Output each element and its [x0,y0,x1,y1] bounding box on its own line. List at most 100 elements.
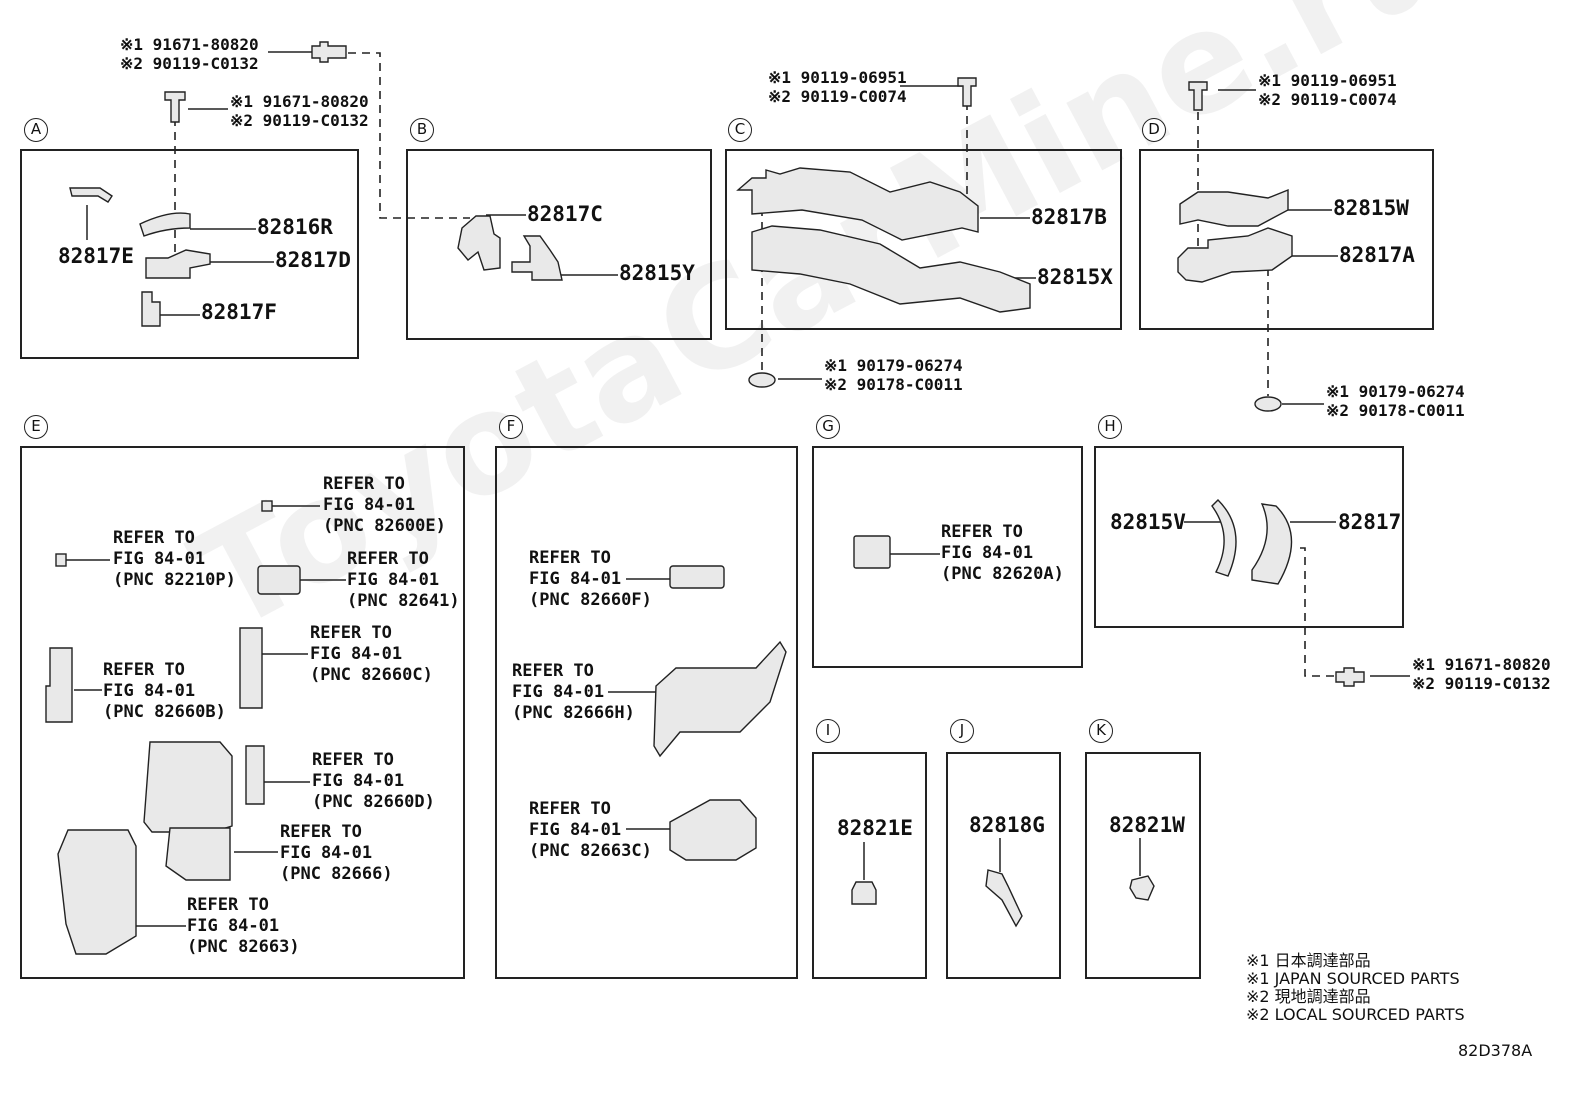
section-e-box [20,446,465,979]
section-c-marker: C [728,118,752,142]
refer-line: REFER TO [113,528,195,548]
refer-line: REFER TO [512,661,594,681]
section-d-box [1139,149,1434,330]
fastener-line: ※1 90119-06951 [1258,71,1397,90]
refer-line: REFER TO [529,799,611,819]
section-e-marker: E [24,415,48,439]
fastener-h-label: ※1 91671-80820 ※2 90119-C0132 [1412,655,1551,693]
fastener-line: ※2 90178-C0011 [1326,401,1465,420]
legend-line: ※2 LOCAL SOURCED PARTS [1246,1005,1465,1024]
fastener-line: ※2 90119-C0074 [1258,90,1397,109]
section-a-box [20,149,359,359]
section-a-marker: A [24,118,48,142]
refer-line: REFER TO [187,895,269,915]
part-82815V: 82815V [1110,510,1186,534]
refer-line: (PNC 82660D) [312,792,435,812]
fastener-c-bottom-label: ※1 90179-06274 ※2 90178-C0011 [824,356,963,394]
fastener-d-top-label: ※1 90119-06951 ※2 90119-C0074 [1258,71,1397,109]
refer-line: (PNC 82666) [280,864,393,884]
refer-line: FIG 84-01 [103,681,196,701]
part-82817B: 82817B [1031,205,1107,229]
refer-line: (PNC 82641) [347,591,460,611]
refer-line: (PNC 82663) [187,937,300,957]
section-k-box [1085,752,1201,979]
section-j-marker: J [950,719,974,743]
fastener-c-top-label: ※1 90119-06951 ※2 90119-C0074 [768,68,907,106]
section-k-marker: K [1089,719,1113,743]
diagram-code: 82D378A [1458,1041,1533,1060]
part-82815X: 82815X [1037,265,1113,289]
fastener-line: ※2 90119-C0132 [1412,674,1551,693]
section-f-marker: F [499,415,523,439]
section-g-box [812,446,1083,668]
refer-note-82641: REFER TO FIG 84-01 (PNC 82641) [347,549,460,612]
section-b-box [406,149,712,340]
section-h-marker: H [1098,415,1122,439]
legend-line: ※2 現地調達部品 [1246,987,1371,1006]
part-82817F: 82817F [201,300,277,324]
refer-note-82663: REFER TO FIG 84-01 (PNC 82663) [187,895,300,958]
fastener-a-top-label: ※1 91671-80820 ※2 90119-C0132 [120,35,259,73]
refer-line: FIG 84-01 [941,543,1034,563]
refer-note-82660D: REFER TO FIG 84-01 (PNC 82660D) [312,750,435,813]
fastener-line: ※1 90179-06274 [824,356,963,375]
legend-line: ※1 日本調達部品 [1246,951,1371,970]
part-82818G: 82818G [969,813,1045,837]
refer-note-82210P: REFER TO FIG 84-01 (PNC 82210P) [113,528,236,591]
fastener-line: ※1 90179-06274 [1326,382,1465,401]
refer-note-82660F: REFER TO FIG 84-01 (PNC 82660F) [529,548,652,611]
refer-line: REFER TO [312,750,394,770]
section-c-box [725,149,1122,330]
part-82817C: 82817C [527,202,603,226]
part-shapes [45,41,1365,955]
refer-line: REFER TO [347,549,429,569]
refer-line: REFER TO [323,474,405,494]
refer-line: (PNC 82660F) [529,590,652,610]
part-82821W: 82821W [1109,813,1185,837]
refer-line: REFER TO [310,623,392,643]
refer-line: FIG 84-01 [187,916,280,936]
fastener-line: ※1 91671-80820 [230,92,369,111]
refer-line: (PNC 82600E) [323,516,446,536]
section-g-marker: G [816,415,840,439]
refer-note-82600E: REFER TO FIG 84-01 (PNC 82600E) [323,474,446,537]
refer-line: FIG 84-01 [113,549,206,569]
refer-line: (PNC 82666H) [512,703,635,723]
fastener-line: ※1 91671-80820 [1412,655,1551,674]
refer-line: FIG 84-01 [529,569,622,589]
part-82817A: 82817A [1339,243,1415,267]
part-82821E: 82821E [837,816,913,840]
part-82817: 82817 [1338,510,1402,534]
refer-line: FIG 84-01 [347,570,440,590]
section-i-marker: I [816,719,840,743]
refer-note-82660C: REFER TO FIG 84-01 (PNC 82660C) [310,623,433,686]
section-b-marker: B [410,118,434,142]
fastener-a-bolt-label: ※1 91671-80820 ※2 90119-C0132 [230,92,369,130]
refer-note-82663C: REFER TO FIG 84-01 (PNC 82663C) [529,799,652,862]
refer-line: FIG 84-01 [512,682,605,702]
part-82815W: 82815W [1333,196,1409,220]
refer-line: (PNC 82660B) [103,702,226,722]
refer-line: FIG 84-01 [323,495,416,515]
section-j-box [946,752,1061,979]
fastener-line: ※2 90178-C0011 [824,375,963,394]
refer-line: REFER TO [103,660,185,680]
refer-line: REFER TO [280,822,362,842]
fastener-line: ※1 90119-06951 [768,68,907,87]
refer-note-82666: REFER TO FIG 84-01 (PNC 82666) [280,822,393,885]
refer-line: (PNC 82210P) [113,570,236,590]
refer-line: FIG 84-01 [312,771,405,791]
refer-line: FIG 84-01 [280,843,373,863]
legend-line: ※1 JAPAN SOURCED PARTS [1246,969,1460,988]
refer-line: (PNC 82620A) [941,564,1064,584]
refer-line: FIG 84-01 [529,820,622,840]
sourcing-legend: ※1 日本調達部品 ※1 JAPAN SOURCED PARTS ※2 現地調達… [1246,952,1465,1024]
part-82816R: 82816R [257,215,333,239]
refer-note-82660B: REFER TO FIG 84-01 (PNC 82660B) [103,660,226,723]
section-h-box [1094,446,1404,628]
refer-line: (PNC 82660C) [310,665,433,685]
refer-note-82620A: REFER TO FIG 84-01 (PNC 82620A) [941,522,1064,585]
fastener-line: ※1 91671-80820 [120,35,259,54]
